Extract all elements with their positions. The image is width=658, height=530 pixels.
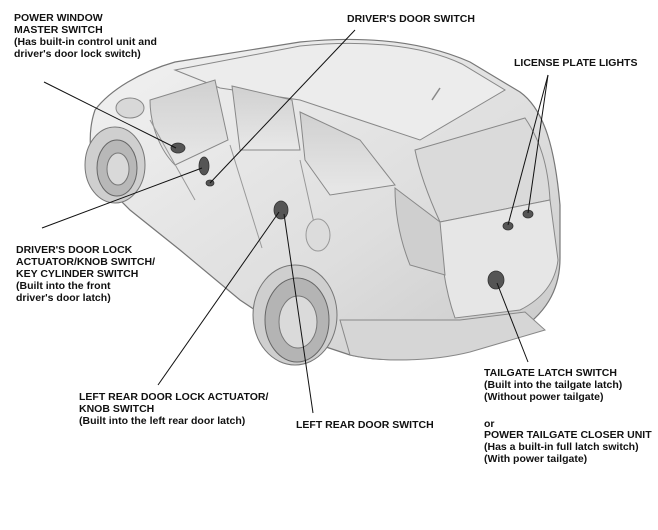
fuel-door [305,218,331,252]
label-line: or [484,418,495,430]
leader-power-window-master-switch [43,81,177,149]
label-line: (Has a built-in full latch switch) [484,441,639,453]
callout-drivers-door-lock-actuator: DRIVER'S DOOR LOCK ACTUATOR/KNOB SWITCH/… [16,244,155,304]
drivers-door-lock-actuator-marker [198,156,210,176]
label-line: (Built into the tailgate latch) [484,379,623,391]
label-line: driver's door latch) [16,292,111,304]
label-line: driver's door lock switch) [14,48,141,60]
rear-bumper [339,311,547,361]
label-line: MASTER SWITCH [14,24,103,36]
leader-left-rear-door-switch [283,213,314,414]
label-line: (Without power tailgate) [484,391,604,403]
label-line: (Has built-in control unit and [14,36,157,48]
label-line: LEFT REAR DOOR LOCK ACTUATOR/ [79,391,269,403]
callout-power-tailgate-closer-unit: POWER TAILGATE CLOSER UNIT (Has a built-… [484,429,652,465]
label-line: (Built into the front [16,280,111,292]
leader-license-plate-light-left [507,74,549,226]
label-line: KEY CYLINDER SWITCH [16,268,139,280]
label-line: (With power tailgate) [484,453,588,465]
callout-left-rear-door-switch: LEFT REAR DOOR SWITCH [296,419,434,431]
label-line: DRIVER'S DOOR SWITCH [347,13,475,25]
callout-or-separator: or [484,418,495,430]
callout-tailgate-latch-switch: TAILGATE LATCH SWITCH (Built into the ta… [484,367,622,403]
leader-license-plate-light-right [527,74,549,214]
leader-drivers-door-lock-actuator [41,167,203,229]
tailgate-latch-marker [487,270,505,290]
leader-left-rear-door-lock-actuator [157,211,280,386]
tail-light [394,186,446,276]
label-line: POWER TAILGATE CLOSER UNIT [484,429,652,441]
leader-lines [41,29,549,414]
label-line: POWER WINDOW [14,12,103,24]
label-line: LEFT REAR DOOR SWITCH [296,419,434,431]
front-side-window [149,79,229,166]
car-roof [173,42,506,141]
label-line: DRIVER'S DOOR LOCK [16,244,133,256]
callout-drivers-door-switch: DRIVER'S DOOR SWITCH [347,13,475,25]
front-wheel-rim [106,152,130,186]
side-mirror [115,97,145,119]
label-line: LICENSE PLATE LIGHTS [514,57,638,69]
quarter-window [299,111,396,196]
label-line: TAILGATE LATCH SWITCH [484,367,617,379]
rear-side-window [231,85,301,151]
power-window-master-switch-marker [170,142,186,154]
label-line: ACTUATOR/KNOB SWITCH/ [16,256,156,268]
leader-drivers-door-switch [209,29,356,184]
wheels [84,126,338,366]
callout-license-plate-lights: LICENSE PLATE LIGHTS [514,57,637,69]
callout-power-window-master-switch: POWER WINDOW MASTER SWITCH (Has built-in… [14,12,157,60]
rear-wheel-rim [278,295,318,349]
license-plate-light-left-marker [502,221,514,231]
leader-tailgate-latch-switch [496,282,529,363]
callout-left-rear-door-lock-actuator: LEFT REAR DOOR LOCK ACTUATOR/ KNOB SWITC… [79,391,268,427]
label-line: (Built into the left rear door latch) [79,415,246,427]
label-line: KNOB SWITCH [79,403,155,415]
antenna [431,87,441,101]
